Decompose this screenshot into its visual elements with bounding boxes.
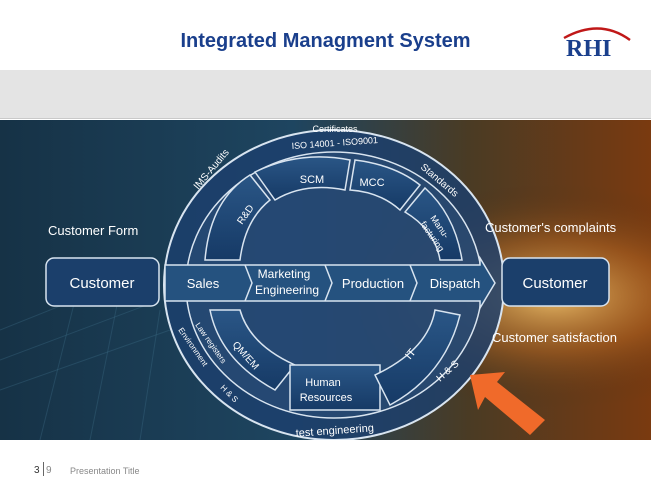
highlight-arrow bbox=[470, 372, 545, 435]
customer-complaints-label: Customer's complaints bbox=[485, 220, 617, 235]
flow-engineering: Engineering bbox=[255, 283, 319, 297]
page-total: 9 bbox=[46, 465, 52, 476]
flow-marketing: Marketing bbox=[258, 267, 311, 281]
slide-title: Integrated Managment System bbox=[180, 30, 471, 52]
page-number: 3 bbox=[34, 465, 40, 476]
segment-scm bbox=[253, 156, 351, 201]
segment-label-human: Human bbox=[305, 377, 340, 389]
customer-box-left bbox=[45, 257, 160, 307]
customer-satisfaction-label: Customer satisfaction bbox=[492, 330, 617, 345]
segment-manufacturing bbox=[403, 186, 463, 261]
customer-left-label: Customer bbox=[69, 275, 134, 292]
rhi-logo: RHI bbox=[560, 22, 634, 66]
segment-label-resources: Resources bbox=[300, 392, 353, 404]
customer-form-label: Customer Form bbox=[48, 223, 138, 238]
segment-rnd bbox=[204, 174, 272, 261]
header-band bbox=[0, 70, 651, 119]
segment-human-resources bbox=[289, 364, 381, 411]
flow-production: Production bbox=[342, 276, 404, 291]
flow-sales: Sales bbox=[187, 276, 220, 291]
ring-certificates: Certificates bbox=[312, 124, 358, 134]
flow-dispatch: Dispatch bbox=[430, 276, 481, 291]
segment-qmem bbox=[209, 309, 297, 391]
customer-box-right bbox=[501, 257, 610, 307]
logo-text: RHI bbox=[566, 36, 612, 62]
presentation-title: Presentation Title bbox=[70, 466, 140, 476]
segment-it bbox=[373, 309, 461, 407]
footer-divider bbox=[43, 462, 44, 476]
segment-label-mcc: MCC bbox=[359, 177, 384, 189]
segment-mcc bbox=[349, 159, 422, 212]
segment-label-scm: SCM bbox=[300, 174, 324, 186]
customer-right-label: Customer bbox=[522, 275, 587, 292]
ring-test-engineering: test engineering bbox=[295, 422, 374, 439]
diagram-image: Customer Form Customer Customer Customer… bbox=[0, 120, 651, 440]
